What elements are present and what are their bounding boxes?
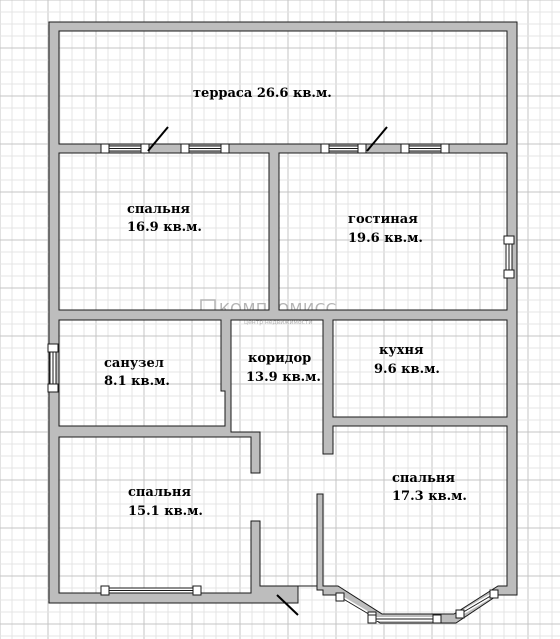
room-labels: терраса 26.6 кв.м. спальня 16.9 кв.м. го… [104, 86, 467, 519]
bedroom-3-area: 17.3 кв.м. [392, 489, 467, 504]
corridor-name: коридор [248, 351, 311, 366]
bedroom-2-area: 15.1 кв.м. [128, 504, 203, 519]
kitchen-name: кухня [379, 343, 424, 358]
corridor-area: 13.9 кв.м. [246, 370, 321, 385]
bedroom-2-name: спальня [128, 485, 191, 500]
window-bay-right [455, 589, 499, 619]
terrace-door-2 [366, 126, 388, 152]
watermark-tagline: центр недвижимости [244, 319, 312, 326]
bedroom-1-area: 16.9 кв.м. [127, 220, 202, 235]
living-room-area: 19.6 кв.м. [348, 231, 423, 246]
window-bedroom-2 [100, 585, 202, 596]
bathroom-area: 8.1 кв.м. [104, 374, 170, 389]
bedroom-3-name: спальня [392, 471, 455, 486]
bathroom-name: санузел [104, 356, 164, 371]
entrance-door [276, 594, 299, 616]
terrace-door-1 [147, 126, 169, 152]
windows [47, 143, 515, 624]
window-terrace-1 [100, 143, 150, 154]
window-terrace-4 [400, 143, 450, 154]
walls [48, 21, 518, 624]
window-living-room [503, 235, 515, 279]
window-terrace-3 [320, 143, 367, 154]
doors [147, 126, 388, 616]
kitchen-area: 9.6 кв.м. [374, 362, 440, 377]
window-terrace-2 [180, 143, 230, 154]
window-bay-center [367, 614, 442, 624]
window-bathroom [47, 343, 59, 393]
terrace-label: терраса 26.6 кв.м. [193, 86, 332, 101]
bedroom-1-name: спальня [127, 202, 190, 217]
living-room-name: гостиная [348, 212, 418, 227]
outer-wall [48, 21, 518, 624]
